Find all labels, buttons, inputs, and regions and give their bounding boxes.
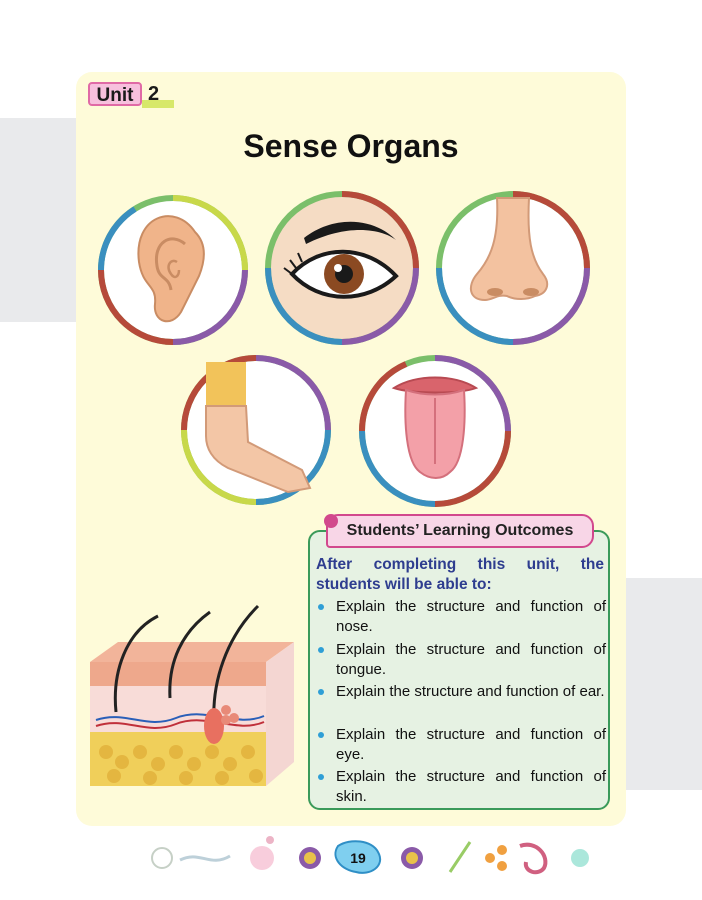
unit-number: 2 <box>148 83 160 105</box>
list-item: Explain the structure and function of sk… <box>316 767 606 810</box>
outcomes-intro: After completing this unit, the students… <box>316 556 604 593</box>
list-item-text: Explain the structure and function of sk… <box>336 768 606 805</box>
skin-cross-section-icon <box>90 604 294 786</box>
unit-label: Unit <box>88 82 142 106</box>
nose-icon <box>436 191 590 345</box>
unit-number-highlight <box>142 100 174 108</box>
bullet-icon <box>318 774 324 780</box>
page-number: 19 <box>350 850 366 866</box>
list-item: Explain the structure and function of ea… <box>316 682 606 725</box>
bullet-icon <box>318 646 324 653</box>
list-item-text: Explain the structure and function of ey… <box>336 725 606 763</box>
outcomes-list: Explain the structure and function of no… <box>316 597 606 810</box>
page-title: Sense Organs <box>243 128 459 164</box>
skin-arm-icon <box>181 355 331 505</box>
list-item-text: Explain the structure and function of to… <box>336 640 606 678</box>
list-item-text: Explain the structure and function of ea… <box>336 683 605 700</box>
tongue-icon <box>359 355 511 507</box>
learning-outcomes-heading-text: Students’ Learning Outcomes <box>346 522 574 539</box>
bullet-icon <box>318 604 324 610</box>
list-item: Explain the structure and function of ey… <box>316 725 606 768</box>
eye-icon <box>265 191 419 345</box>
list-item: Explain the structure and function of to… <box>316 640 606 683</box>
list-item: Explain the structure and function of no… <box>316 597 606 640</box>
bullet-icon <box>318 731 324 738</box>
ear-icon <box>98 195 248 345</box>
learning-outcomes-heading: Students’ Learning Outcomes <box>324 514 594 548</box>
heading-pin-icon <box>324 514 338 528</box>
footer-decoration <box>151 836 589 875</box>
learning-outcomes-box <box>308 530 610 810</box>
bullet-icon <box>318 689 324 695</box>
list-item-text: Explain the structure and function of no… <box>336 598 606 635</box>
